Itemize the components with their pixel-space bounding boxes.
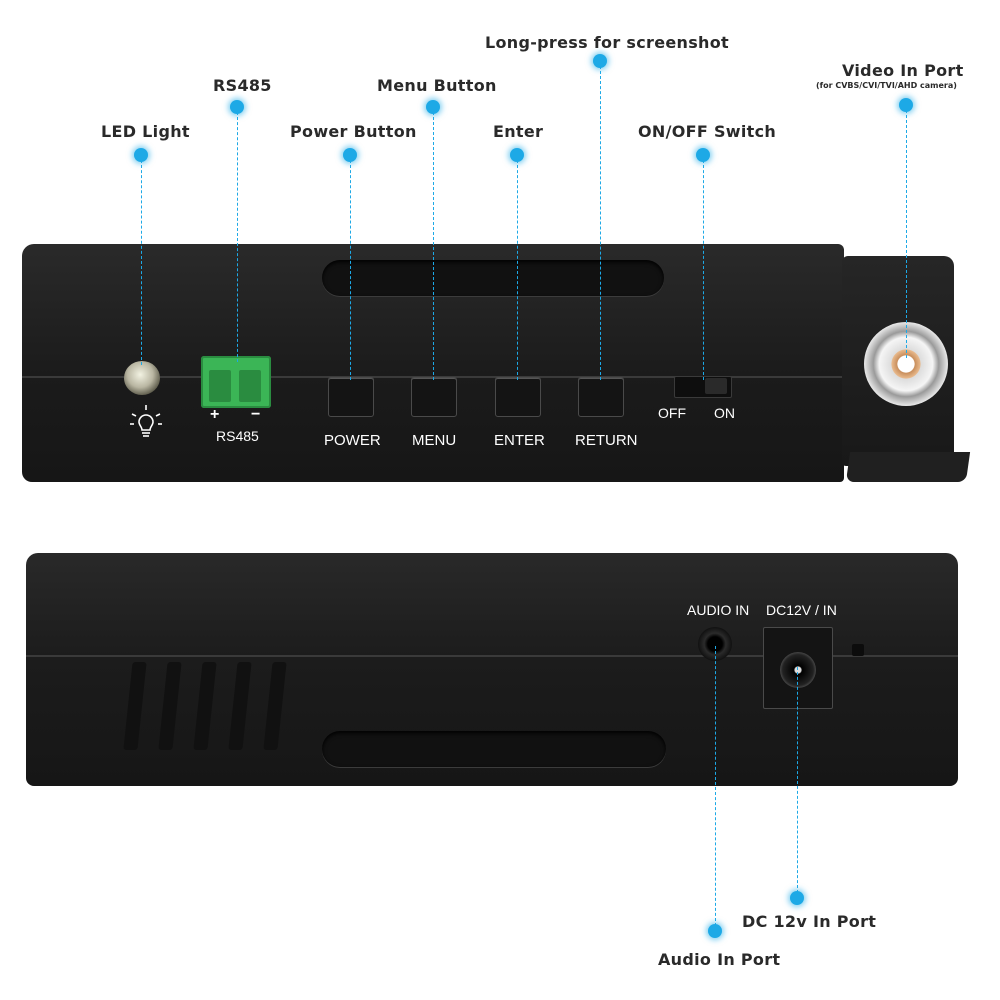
callout-dot-menu	[426, 100, 440, 114]
callout-rs485: RS485	[213, 76, 272, 95]
leader-rs485	[237, 112, 238, 362]
callout-dot-enter	[510, 148, 524, 162]
leader-video	[906, 110, 907, 358]
callout-dot-screenshot	[593, 54, 607, 68]
dc-in-jack-hole	[780, 652, 816, 688]
dc-in-panel-label: DC12V / IN	[766, 602, 837, 618]
callout-dot-led	[134, 148, 148, 162]
rs485-plus-label: +	[210, 406, 220, 423]
bottom-device-seam	[26, 655, 958, 657]
leader-dc	[797, 667, 798, 893]
callout-audio-in-port: Audio In Port	[658, 950, 781, 969]
leader-enter	[517, 160, 518, 380]
led-indicator	[124, 361, 160, 395]
top-vent-slot	[322, 260, 664, 296]
callout-dot-power	[343, 148, 357, 162]
bottom-vent-slot	[322, 731, 666, 767]
audio-in-panel-label: AUDIO IN	[687, 602, 750, 618]
bnc-module-foot	[845, 452, 971, 482]
dc-in-jack[interactable]	[763, 627, 833, 709]
callout-dot-switch	[696, 148, 710, 162]
callout-enter: Enter	[493, 122, 544, 141]
callout-long-press: Long-press for screenshot	[485, 33, 729, 52]
power-button[interactable]	[328, 377, 374, 417]
leader-power	[350, 160, 351, 380]
callout-menu-button: Menu Button	[377, 76, 497, 95]
callout-video-in-port: Video In Port	[842, 61, 964, 80]
return-label: RETURN	[575, 432, 638, 449]
callout-power-button: Power Button	[290, 122, 417, 141]
callout-dot-audio	[708, 924, 722, 938]
switch-on-label: ON	[714, 405, 735, 421]
menu-label: MENU	[412, 432, 457, 449]
leader-audio	[715, 646, 716, 926]
leader-return	[600, 66, 601, 380]
menu-button[interactable]	[411, 377, 457, 417]
callout-dot-video	[899, 98, 913, 112]
enter-label: ENTER	[494, 432, 545, 449]
return-button[interactable]	[578, 377, 624, 417]
leader-menu	[433, 112, 434, 380]
rs485-terminal[interactable]	[201, 356, 271, 408]
rs485-slot-right	[239, 370, 261, 402]
enter-button[interactable]	[495, 377, 541, 417]
led-bulb-icon	[128, 402, 164, 442]
callout-video-in-note: (for CVBS/CVI/TVI/AHD camera)	[816, 81, 957, 90]
leader-led	[141, 160, 142, 365]
power-switch-knob	[705, 378, 727, 394]
callout-on-off-switch: ON/OFF Switch	[638, 122, 777, 141]
power-label: POWER	[324, 432, 381, 449]
callout-led-light: LED Light	[101, 122, 190, 141]
small-indicator-hole	[852, 644, 864, 656]
callout-dot-rs485	[230, 100, 244, 114]
leader-switch	[703, 160, 704, 380]
rs485-minus-label: −	[251, 406, 261, 423]
callout-dot-dc	[790, 891, 804, 905]
callout-dc-in-port: DC 12v In Port	[742, 912, 877, 931]
rs485-panel-label: RS485	[216, 428, 259, 444]
rs485-slot-left	[209, 370, 231, 402]
switch-off-label: OFF	[658, 405, 686, 421]
